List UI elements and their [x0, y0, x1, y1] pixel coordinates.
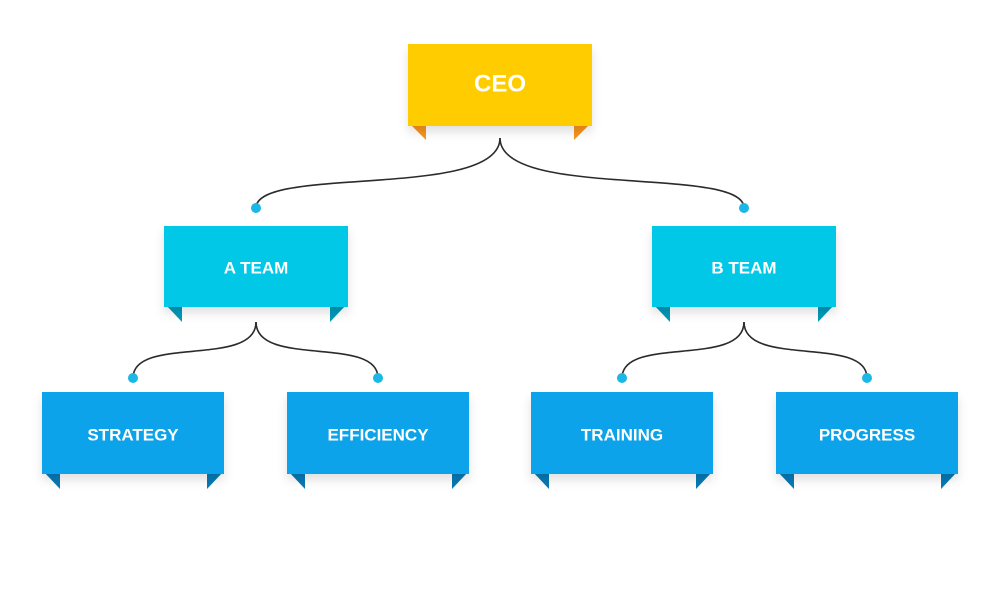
ribbon-fold-right — [330, 305, 346, 322]
ribbon-fold-right — [696, 472, 712, 489]
ribbon-fold-left — [533, 472, 549, 489]
ribbon-fold-left — [654, 305, 670, 322]
node-strategy: STRATEGY — [42, 392, 224, 489]
connector-dot — [617, 373, 627, 383]
node-b-team: B TEAM — [652, 226, 836, 322]
node-label-efficiency: EFFICIENCY — [327, 426, 429, 445]
node-box — [408, 44, 592, 126]
node-label-strategy: STRATEGY — [87, 426, 179, 445]
node-box — [287, 392, 469, 474]
ribbon-fold-left — [166, 305, 182, 322]
node-progress: PROGRESS — [776, 392, 958, 489]
node-training: TRAINING — [531, 392, 713, 489]
ribbon-fold-right — [207, 472, 223, 489]
node-box — [164, 226, 348, 307]
connector-ceo-b-team — [499, 137, 745, 209]
ribbon-fold-left — [778, 472, 794, 489]
ribbon-fold-right — [452, 472, 468, 489]
ribbon-fold-right — [941, 472, 957, 489]
node-box — [652, 226, 836, 307]
connector-a-team-efficiency — [255, 321, 379, 379]
connector-dot — [128, 373, 138, 383]
connector-ceo-a-team — [255, 137, 501, 209]
connector-dot — [373, 373, 383, 383]
node-label-b-team: B TEAM — [711, 259, 776, 278]
ribbon-fold-left — [44, 472, 60, 489]
connector-dot — [862, 373, 872, 383]
connector-b-team-progress — [743, 321, 868, 379]
node-a-team: A TEAM — [164, 226, 348, 322]
ribbon-fold-left — [410, 124, 426, 140]
connector-a-team-strategy — [132, 321, 257, 379]
node-ceo: CEO — [408, 44, 592, 140]
connector-dot — [251, 203, 261, 213]
ribbon-fold-right — [818, 305, 834, 322]
node-label-progress: PROGRESS — [819, 426, 915, 445]
ribbon-fold-right — [574, 124, 590, 140]
node-box — [531, 392, 713, 474]
connector-b-team-training — [621, 321, 745, 379]
connector-dot — [739, 203, 749, 213]
node-label-ceo: CEO — [474, 71, 526, 98]
node-box — [776, 392, 958, 474]
node-label-training: TRAINING — [581, 426, 663, 445]
connectors — [128, 137, 872, 383]
node-box — [42, 392, 224, 474]
node-label-a-team: A TEAM — [224, 259, 289, 278]
node-efficiency: EFFICIENCY — [287, 392, 469, 489]
ribbon-fold-left — [289, 472, 305, 489]
